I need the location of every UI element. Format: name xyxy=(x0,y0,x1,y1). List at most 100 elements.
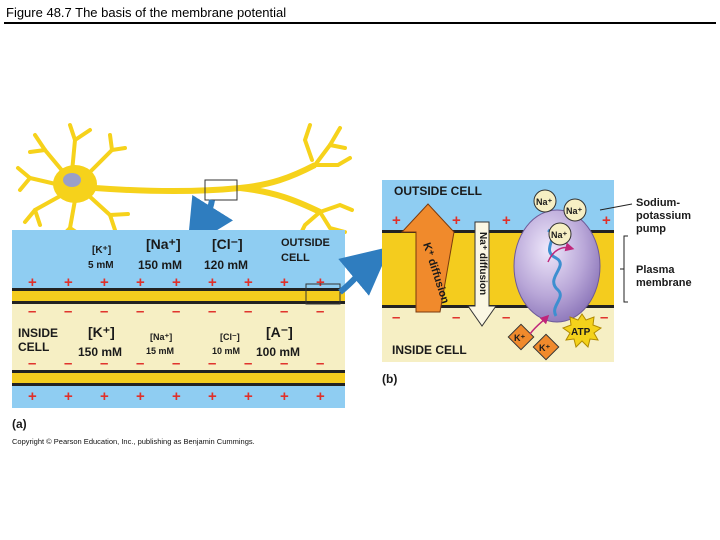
atp-label: ATP xyxy=(571,327,591,338)
k-ion xyxy=(532,333,560,361)
b-plus-row: + + + + xyxy=(392,212,611,229)
k-ion-label: K⁺ xyxy=(539,343,550,353)
minus-sign: – xyxy=(136,355,144,372)
plus-sign: + xyxy=(452,212,461,229)
copyright-notice: Copyright © Pearson Education, Inc., pub… xyxy=(12,437,255,446)
inside-a-value: 100 mM xyxy=(256,345,300,359)
membrane-label-1: Plasma xyxy=(636,264,675,276)
pump-label-3: pump xyxy=(636,223,666,235)
minus-sign: – xyxy=(316,303,324,320)
minus-sign: – xyxy=(100,303,108,320)
neuron-illustration xyxy=(16,123,354,249)
inside-region-label-1: INSIDE xyxy=(18,326,58,340)
inside-k-label: [K⁺] xyxy=(88,324,115,340)
plus-sign: + xyxy=(244,274,253,291)
inner-minus-row: – – – – – – – – – xyxy=(28,303,324,320)
outer-plus-row: + + + + + + + + + xyxy=(28,274,325,291)
minus-sign: – xyxy=(280,303,288,320)
plus-sign: + xyxy=(172,388,181,405)
minus-sign: – xyxy=(28,355,36,372)
plus-sign: + xyxy=(602,212,611,229)
minus-sign: – xyxy=(244,355,252,372)
membrane-bracket xyxy=(620,235,628,303)
inside-region-label-2: CELL xyxy=(18,340,49,354)
plus-sign: + xyxy=(502,212,511,229)
pump-channel xyxy=(546,228,562,317)
title-divider xyxy=(4,22,716,24)
plus-sign: + xyxy=(316,388,325,405)
outside-k-label: [K⁺] xyxy=(92,245,111,256)
outer-plus-row-lower: + + + + + + + + + xyxy=(28,388,325,405)
minus-sign: – xyxy=(64,355,72,372)
outside-na-value: 150 mM xyxy=(138,258,182,272)
panel-b: OUTSIDE CELL INSIDE CELL + + + + – – – –… xyxy=(382,180,692,386)
plus-sign: + xyxy=(392,212,401,229)
zoom-arrow xyxy=(338,246,391,296)
intracellular-region-a xyxy=(12,304,345,370)
na-ion-label: Na⁺ xyxy=(566,206,583,216)
outside-na-label: [Na⁺] xyxy=(146,236,181,252)
panel-a-label: (a) xyxy=(12,417,27,431)
minus-sign: – xyxy=(64,303,72,320)
plus-sign: + xyxy=(28,274,37,291)
membrane-label-2: membrane xyxy=(636,277,692,289)
inside-cl-label: [Cl⁻] xyxy=(220,332,240,342)
k-diffusion-arrow xyxy=(400,203,455,313)
plus-sign: + xyxy=(64,274,73,291)
extracellular-region-a xyxy=(12,230,345,288)
inner-minus-row-lower: – – – – – – – – – xyxy=(28,355,324,372)
inside-cl-value: 10 mM xyxy=(212,346,240,356)
minus-sign: – xyxy=(244,303,252,320)
inside-na-label: [Na⁺] xyxy=(150,332,172,342)
minus-sign: – xyxy=(172,355,180,372)
minus-sign: – xyxy=(452,309,460,326)
figure-title: Figure 48.7 The basis of the membrane po… xyxy=(6,5,287,20)
na-ion xyxy=(548,222,572,246)
plus-sign: + xyxy=(316,274,325,291)
na-ion xyxy=(533,189,557,213)
k-ion-label: K⁺ xyxy=(514,333,525,343)
na-ion xyxy=(563,198,587,222)
minus-sign: – xyxy=(392,309,400,326)
na-ion-label: Na⁺ xyxy=(551,230,568,240)
minus-sign: – xyxy=(208,355,216,372)
plus-sign: + xyxy=(136,274,145,291)
plus-sign: + xyxy=(208,388,217,405)
minus-sign: – xyxy=(316,355,324,372)
outside-cl-label: [Cl⁻] xyxy=(212,236,243,252)
plus-sign: + xyxy=(208,274,217,291)
panel-b-label: (b) xyxy=(382,372,397,386)
outside-cell-label: OUTSIDE CELL xyxy=(394,184,482,198)
na-diffusion-label: Na⁺ diffusion xyxy=(477,232,488,295)
na-ion-label: Na⁺ xyxy=(536,197,553,207)
outside-region-label-1: OUTSIDE xyxy=(281,237,330,249)
minus-sign: – xyxy=(100,355,108,372)
outside-region-label-2: CELL xyxy=(281,252,310,264)
inside-a-label: [A⁻] xyxy=(266,324,293,340)
inside-cell-label: INSIDE CELL xyxy=(392,343,467,357)
plus-sign: + xyxy=(100,388,109,405)
plus-sign: + xyxy=(280,274,289,291)
b-minus-row: – – – – xyxy=(392,309,608,326)
pump-label-1: Sodium- xyxy=(636,197,680,209)
inside-k-value: 150 mM xyxy=(78,345,122,359)
outside-k-value: 5 mM xyxy=(88,260,114,271)
membrane-a xyxy=(12,291,345,301)
sodium-potassium-pump xyxy=(513,209,601,323)
minus-sign: – xyxy=(600,309,608,326)
plus-sign: + xyxy=(136,388,145,405)
atp-icon xyxy=(561,313,603,348)
minus-sign: – xyxy=(280,355,288,372)
minus-sign: – xyxy=(502,309,510,326)
plus-sign: + xyxy=(28,388,37,405)
k-ion xyxy=(507,323,535,351)
minus-sign: – xyxy=(208,303,216,320)
inside-na-value: 15 mM xyxy=(146,346,174,356)
plus-sign: + xyxy=(244,388,253,405)
minus-sign: – xyxy=(136,303,144,320)
minus-sign: – xyxy=(28,303,36,320)
minus-sign: – xyxy=(172,303,180,320)
na-diffusion-arrow xyxy=(467,221,497,327)
plus-sign: + xyxy=(280,388,289,405)
panel-a: [K⁺] 5 mM [Na⁺] 150 mM [Cl⁻] 120 mM OUTS… xyxy=(12,230,345,431)
